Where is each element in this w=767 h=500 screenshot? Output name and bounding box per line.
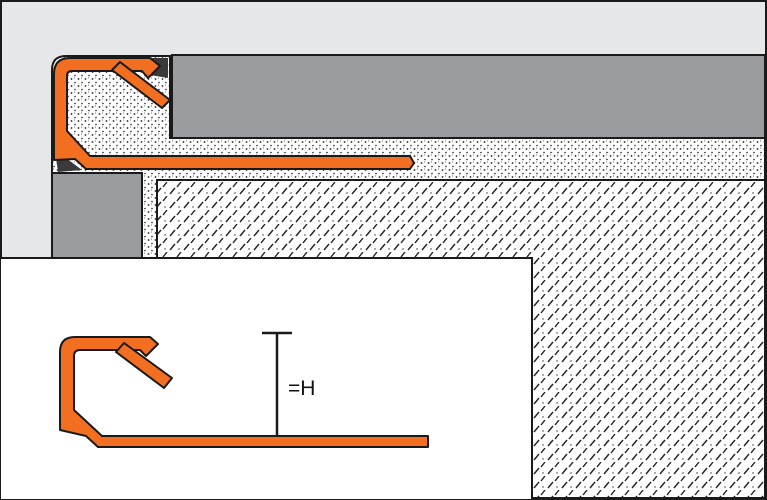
height-dimension-marker [262,331,292,436]
profile-diagonal-leg [111,61,171,109]
tile-profile-cross-section [53,57,415,170]
profile-detail-inset [0,257,533,500]
inset-profile-diagonal [115,342,173,389]
height-label: =H [288,377,316,400]
horizontal-tile [171,54,766,139]
inset-profile-shape [59,336,429,448]
vertical-tile [51,172,143,259]
